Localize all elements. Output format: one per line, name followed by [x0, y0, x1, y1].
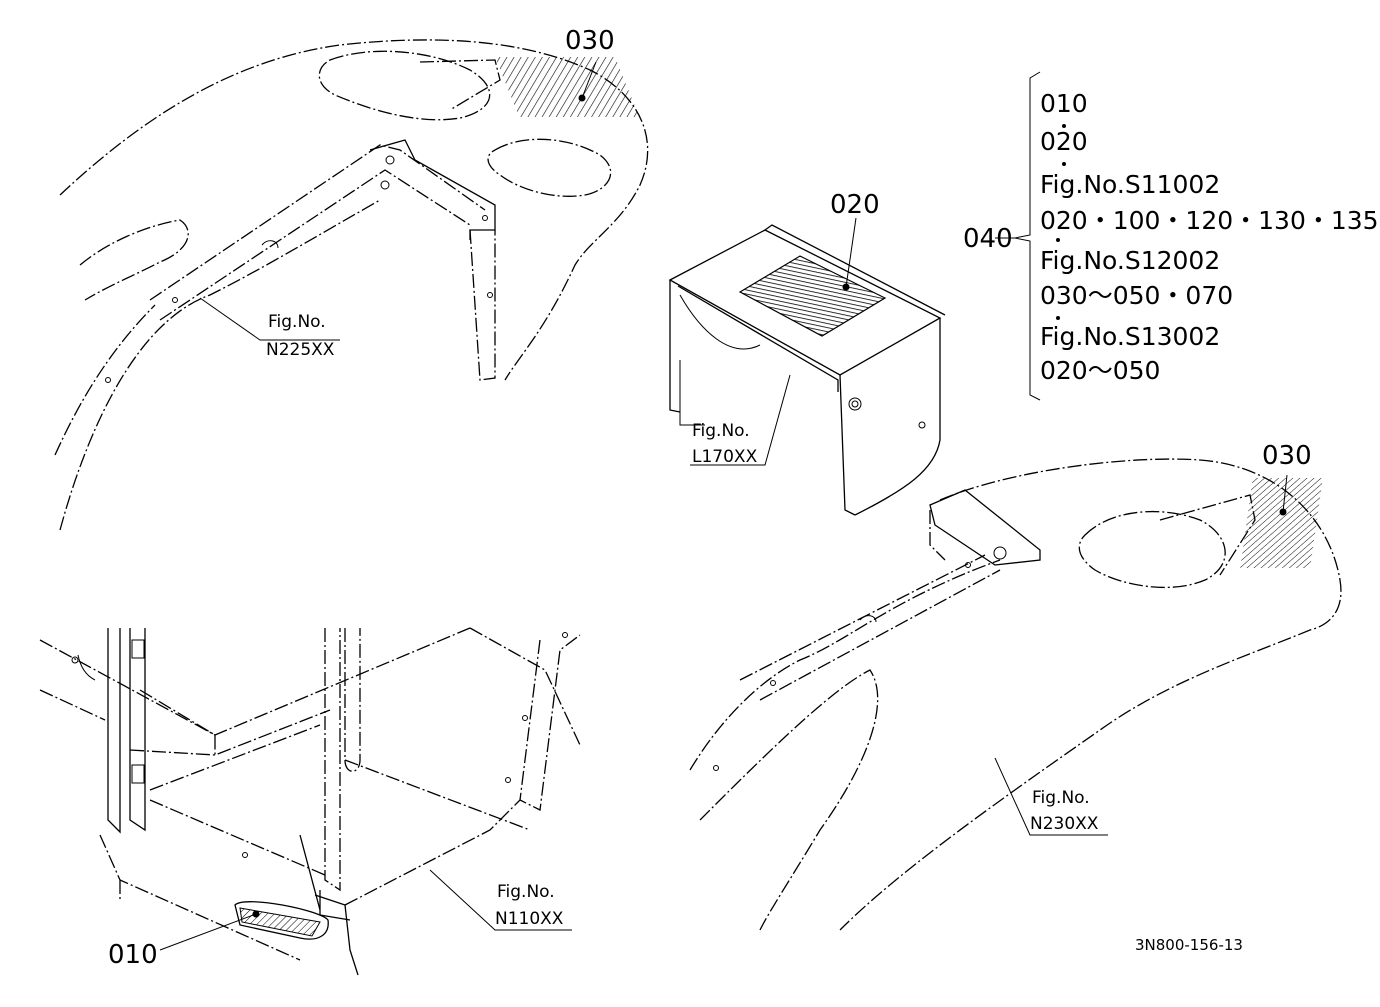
legend-line: 020・100・120・130・135: [1040, 206, 1379, 235]
fig-ref-n110-line1: Fig.No.: [497, 882, 555, 902]
fig-ref-n110-line2: N110XX: [495, 909, 564, 929]
fig-ref-n230-line1: Fig.No.: [1032, 788, 1090, 808]
frame-bottom-left: [39, 627, 581, 976]
fig-ref-n225-line2: N225XX: [266, 340, 335, 360]
legend-line: Fig.No.S13002: [1040, 322, 1220, 351]
part-label-020: 020: [830, 190, 880, 220]
fender-right: [689, 458, 1342, 931]
fig-ref-n225-line1: Fig.No.: [268, 312, 326, 332]
legend-line: 030～050・070: [1040, 281, 1233, 310]
legend-line: 020: [1040, 127, 1088, 156]
drawing-code: 3N800-156-13: [1135, 936, 1243, 954]
legend-key: 040: [963, 224, 1013, 254]
legend-line: Fig.No.S11002: [1040, 170, 1220, 199]
part-label-030-top: 030: [565, 26, 615, 56]
part-label-010: 010: [108, 940, 158, 970]
legend-line: Fig.No.S12002: [1040, 246, 1220, 275]
fender-top-left: [54, 39, 649, 531]
legend-line: 010: [1040, 89, 1088, 118]
part-label-030-right: 030: [1262, 441, 1312, 471]
legend-bracket: [995, 71, 1066, 401]
fig-ref-l170-line2: L170XX: [692, 447, 758, 467]
legend-line: 020～050: [1040, 356, 1160, 385]
fig-ref-l170-line1: Fig.No.: [692, 421, 750, 441]
fig-ref-n230-line2: N230XX: [1030, 814, 1099, 834]
cover-panel-center: [668, 217, 946, 516]
